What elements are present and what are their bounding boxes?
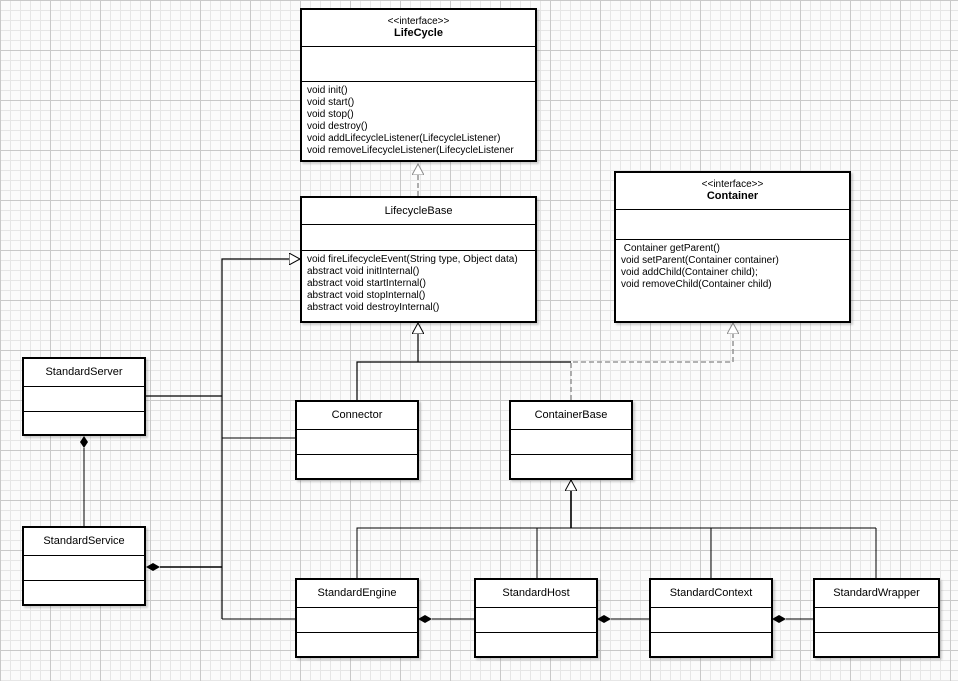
operations-section: void init() void start() void stop() voi… [302, 81, 535, 160]
attributes-section [476, 607, 596, 632]
operation: void fireLifecycleEvent(String type, Obj… [307, 254, 518, 265]
composition-diamond-server [80, 436, 88, 448]
composition-diamond-service [146, 563, 160, 571]
class-name-section: <<interface>> LifeCycle [302, 10, 535, 46]
class-name: StandardWrapper [833, 587, 920, 599]
generalization-left-bus-to-lifecyclebase [145, 259, 300, 619]
operation: abstract void initInternal() [307, 266, 420, 277]
class-standardservice[interactable]: StandardService [22, 526, 146, 606]
operations-section [476, 632, 596, 656]
class-containerbase[interactable]: ContainerBase [509, 400, 633, 480]
attributes-section [24, 386, 144, 411]
class-name-section: StandardHost [476, 580, 596, 607]
class-name: StandardEngine [317, 587, 397, 599]
class-standardwrapper[interactable]: StandardWrapper [813, 578, 940, 658]
operations-section [651, 632, 771, 656]
attributes-section [302, 45, 535, 82]
operations-section [24, 580, 144, 604]
class-name: Connector [331, 409, 383, 421]
operation: void setParent(Container container) [621, 255, 779, 266]
class-name-section: StandardServer [24, 359, 144, 386]
operation: void removeChild(Container child) [621, 279, 772, 290]
class-connector[interactable]: Connector [295, 400, 419, 480]
generalization-standard-containers-to-containerbase [356, 527, 877, 578]
attributes-section [302, 224, 535, 250]
operations-section [297, 632, 417, 656]
class-lifecyclebase[interactable]: LifecycleBase void fireLifecycleEvent(St… [300, 196, 537, 323]
class-name-section: ContainerBase [511, 402, 631, 429]
class-name-section: StandardService [24, 528, 144, 555]
stereotype-label: <<interface>> [701, 179, 764, 190]
realization-containerbase-container [570, 323, 733, 400]
operation: void destroy() [307, 121, 368, 132]
attributes-section [297, 429, 417, 454]
operation: void init() [307, 85, 348, 96]
operation: abstract void destroyInternal() [307, 302, 440, 313]
class-standardserver[interactable]: StandardServer [22, 357, 146, 436]
operation: abstract void stopInternal() [307, 290, 426, 301]
class-name: StandardServer [45, 366, 123, 378]
attributes-section [511, 429, 631, 454]
class-lifecycle[interactable]: <<interface>> LifeCycle void init() void… [300, 8, 537, 162]
class-name: ContainerBase [534, 409, 608, 421]
composition-diamond-host [597, 615, 611, 623]
class-standardhost[interactable]: StandardHost [474, 578, 598, 658]
operation: Container getParent() [621, 243, 720, 254]
operation: void stop() [307, 109, 354, 120]
class-name: LifecycleBase [384, 204, 453, 217]
class-name-section: Connector [297, 402, 417, 429]
operation: void removeLifecycleListener(LifecycleLi… [307, 145, 514, 156]
class-name: LifeCycle [394, 26, 443, 39]
class-container[interactable]: <<interface>> Container Container getPar… [614, 171, 851, 323]
class-name: Container [706, 190, 759, 202]
operations-section [297, 454, 417, 478]
class-name: StandardHost [502, 587, 570, 599]
operation: abstract void startInternal() [307, 278, 426, 289]
class-name-section: StandardContext [651, 580, 771, 607]
composition-diamond-engine [418, 615, 432, 623]
operations-section [24, 411, 144, 434]
class-name: StandardContext [669, 587, 753, 599]
class-name-section: StandardWrapper [815, 580, 938, 607]
attributes-section [616, 209, 849, 239]
class-name-section: LifecycleBase [302, 198, 535, 224]
operations-section [815, 632, 938, 656]
attributes-section [815, 607, 938, 632]
attributes-section [651, 607, 771, 632]
class-name-section: StandardEngine [297, 580, 417, 607]
attributes-section [297, 607, 417, 632]
attributes-section [24, 555, 144, 580]
class-standardengine[interactable]: StandardEngine [295, 578, 419, 658]
operation: void addLifecycleListener(LifecycleListe… [307, 133, 501, 144]
class-name: StandardService [43, 535, 125, 547]
operation: void addChild(Container child); [621, 267, 758, 278]
composition-diamond-context [772, 615, 786, 623]
operations-section: Container getParent() void setParent(Con… [616, 239, 849, 321]
stereotype-label: <<interface>> [387, 15, 450, 27]
class-name-section: <<interface>> Container [616, 173, 849, 209]
generalization-connector-containerbase-to-lifecyclebase [356, 323, 571, 400]
operations-section: void fireLifecycleEvent(String type, Obj… [302, 250, 535, 321]
class-standardcontext[interactable]: StandardContext [649, 578, 773, 658]
operation: void start() [307, 97, 355, 108]
operations-section [511, 454, 631, 478]
